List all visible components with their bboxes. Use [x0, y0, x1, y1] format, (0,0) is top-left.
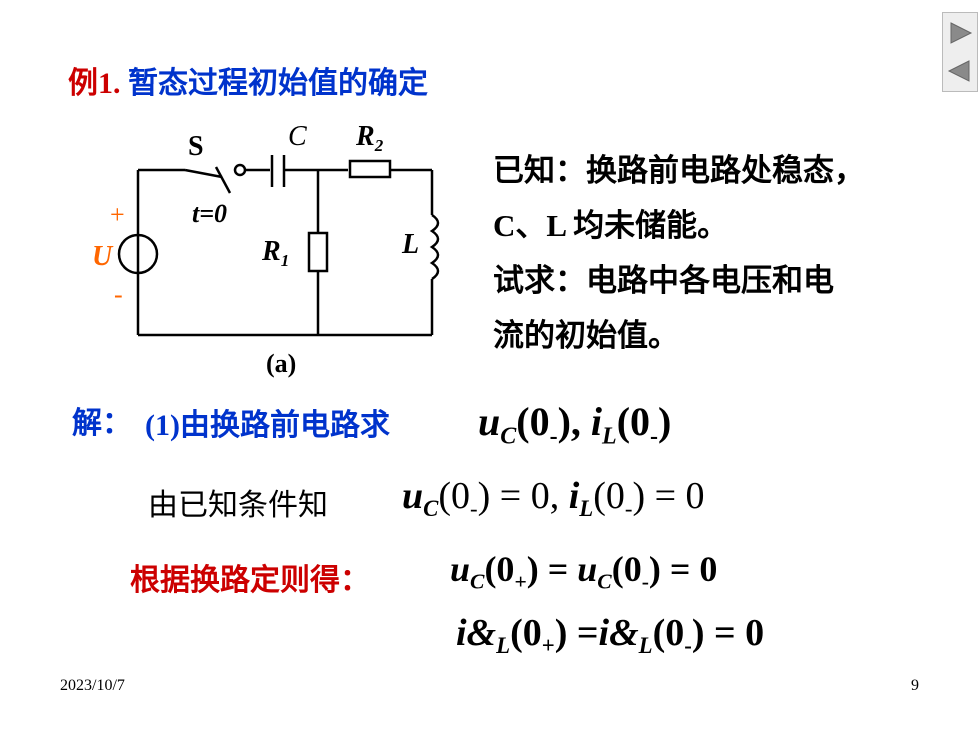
slide-date: 2023/10/7 [60, 677, 125, 694]
given-line-2: C、L 均未储能。 [493, 208, 729, 243]
solution-step-1: (1)由换路前电路求 [145, 409, 390, 442]
title-text: 暂态过程初始值的确定 [128, 67, 428, 100]
play-right-icon [950, 22, 973, 44]
given-line-4: 流的初始值。 [493, 318, 679, 353]
slide-navigation [942, 12, 978, 92]
equation-inductor-current: i&L(0+) =i&L(0-) = 0 [456, 612, 765, 658]
circuit-caption: (a) [266, 349, 296, 378]
equation-initial-values: uC(0-), iL(0-) [478, 399, 672, 450]
inductor-label: L [401, 229, 419, 260]
minus-sign: - [114, 280, 123, 309]
switch-label: S [188, 131, 204, 162]
equation-capacitor-voltage: uC(0+) = uC(0-) = 0 [450, 549, 718, 594]
previous-slide-button[interactable] [943, 53, 977, 89]
switching-rule-text: 根据换路定则得： [130, 564, 370, 597]
circuit-diagram: S C R2 R1 L U + - t=0 (a) [92, 121, 440, 378]
switch-time-label: t=0 [192, 199, 227, 228]
title-prefix: 例1. [68, 67, 121, 100]
r2-label: R2 [355, 121, 384, 155]
capacitor-label: C [288, 121, 307, 152]
equation-known-values: uC(0-) = 0, iL(0-) = 0 [402, 475, 705, 521]
play-left-icon [947, 60, 970, 82]
known-condition-text: 由已知条件知 [148, 489, 328, 522]
next-slide-button[interactable] [943, 15, 977, 51]
given-line-1: 已知：换路前电路处稳态， [493, 153, 865, 188]
switch-blade [184, 168, 223, 179]
slide-page-number: 9 [911, 677, 919, 694]
given-line-3: 试求：电路中各电压和电 [493, 263, 834, 298]
slide-title: 例1. 暂态过程初始值的确定 [68, 58, 428, 102]
plus-sign: + [110, 200, 125, 229]
solution-label: 解： [72, 407, 132, 440]
source-label: U [92, 241, 114, 272]
r1-label: R1 [261, 236, 289, 270]
